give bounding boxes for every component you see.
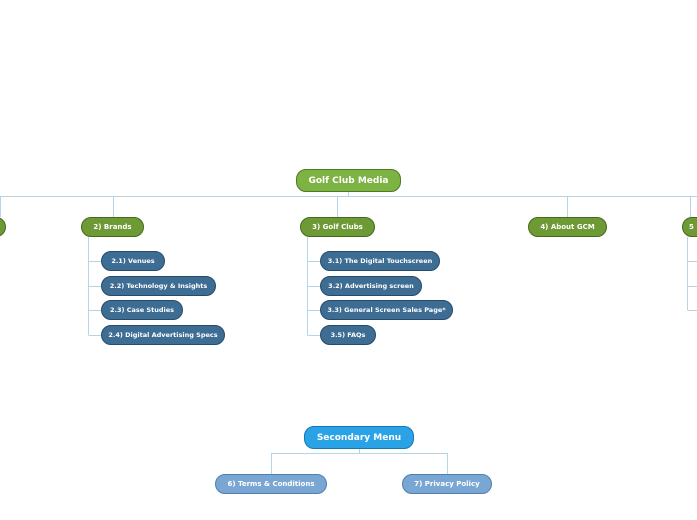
branch-node-golf-clubs[interactable]: 3) Golf Clubs — [300, 217, 375, 237]
subnode-label: 2.3) Case Studies — [109, 306, 175, 314]
subnode-venues[interactable]: 2.1) Venues — [101, 251, 165, 271]
subnode-digital-advertising-specs[interactable]: 2.4) Digital Advertising Specs — [101, 325, 225, 345]
branch-node-brands-label: 2) Brands — [93, 223, 132, 231]
subnode-label: 2.1) Venues — [111, 257, 155, 265]
subnode-label: 3.2) Advertising screen — [328, 282, 414, 290]
subnode-technology-insights[interactable]: 2.2) Technology & Insights — [101, 276, 216, 296]
branch-node-about-gcm-label: 4) About GCM — [540, 223, 595, 231]
secondary-menu-node[interactable]: Secondary Menu — [304, 426, 414, 449]
subnode-case-studies[interactable]: 2.3) Case Studies — [101, 300, 183, 320]
subnode-advertising-screen[interactable]: 3.2) Advertising screen — [320, 276, 422, 296]
root-node[interactable]: Golf Club Media — [296, 169, 401, 192]
subnode-general-screen-sales-page[interactable]: 3.3) General Screen Sales Page* — [320, 300, 453, 320]
terms-conditions-node[interactable]: 6) Terms & Conditions — [215, 474, 327, 494]
secondary-menu-label: Secondary Menu — [316, 432, 402, 443]
root-node-label: Golf Club Media — [308, 175, 389, 186]
branch-node-about-gcm[interactable]: 4) About GCM — [528, 217, 607, 237]
subnode-faqs[interactable]: 3.5) FAQs — [320, 325, 376, 345]
subnode-label: 3.3) General Screen Sales Page* — [327, 306, 446, 314]
branch-node-5-label: 5 — [689, 223, 694, 231]
terms-conditions-label: 6) Terms & Conditions — [227, 480, 315, 488]
branch-node-golf-clubs-label: 3) Golf Clubs — [312, 223, 363, 231]
subnode-label: 2.4) Digital Advertising Specs — [108, 331, 218, 339]
privacy-policy-node[interactable]: 7) Privacy Policy — [402, 474, 492, 494]
subnode-digital-touchscreen[interactable]: 3.1) The Digital Touchscreen — [320, 251, 440, 271]
privacy-policy-label: 7) Privacy Policy — [414, 480, 480, 488]
branch-node-5[interactable]: 5 — [682, 217, 697, 237]
subnode-label: 3.5) FAQs — [330, 331, 366, 339]
subnode-label: 2.2) Technology & Insights — [109, 282, 208, 290]
subnode-label: 3.1) The Digital Touchscreen — [327, 257, 433, 265]
branch-node-brands[interactable]: 2) Brands — [81, 217, 144, 237]
